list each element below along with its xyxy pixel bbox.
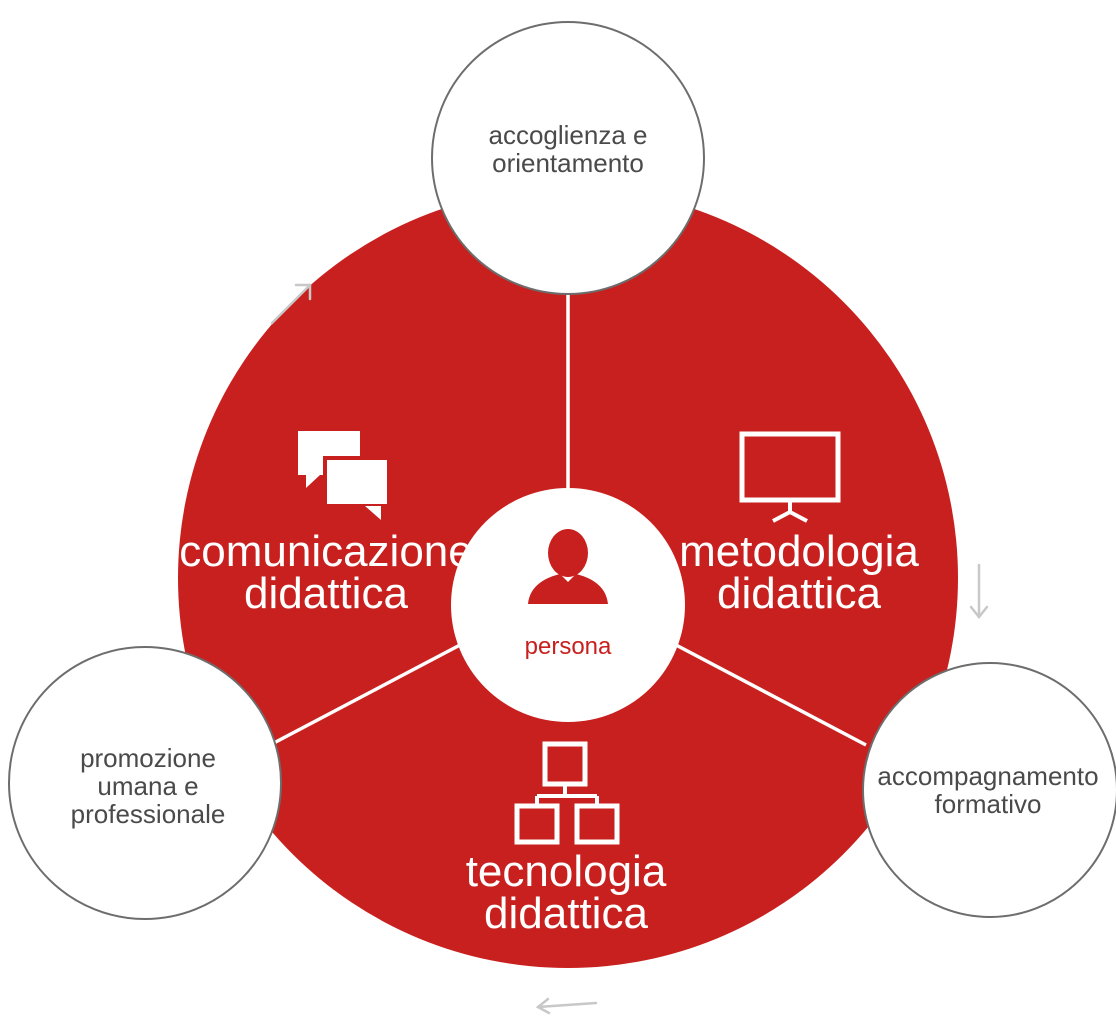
hierarchy-chart-icon [514, 741, 620, 845]
speech-bubbles-icon [298, 431, 391, 520]
divider-left [269, 643, 461, 747]
node-accompagnamento-line1: accompagnamento [877, 761, 1098, 791]
divider-right [675, 643, 867, 747]
node-promozione-line1: promozione [80, 743, 216, 773]
center-label: persona [525, 633, 612, 660]
arrow-left-icon [535, 997, 598, 1015]
node-accoglienza-line2: orientamento [492, 148, 644, 178]
arrow-down-icon [969, 563, 989, 620]
sector-comunicazione-line2: didattica [244, 569, 408, 618]
node-accoglienza-line1: accoglienza e [489, 120, 648, 150]
sector-tecnologia-line1: tecnologia [466, 847, 667, 896]
sector-tecnologia-line2: didattica [484, 889, 648, 938]
presentation-board-icon [739, 431, 841, 523]
node-accompagnamento-line2: formativo [935, 789, 1042, 819]
sector-metodologia-line2: didattica [717, 569, 881, 618]
node-accoglienza: accoglienza e orientamento [431, 21, 705, 295]
node-promozione-line3: professionale [71, 799, 226, 829]
node-accompagnamento: accompagnamento formativo [862, 662, 1116, 918]
sector-metodologia-line1: metodologia [679, 527, 919, 576]
person-icon [528, 529, 608, 604]
arrow-up-right-icon [270, 283, 312, 325]
node-promozione: promozione umana e professionale [8, 646, 282, 920]
node-promozione-line2: umana e [97, 771, 198, 801]
sector-comunicazione-line1: comunicazione [179, 527, 473, 576]
center-circle [451, 488, 685, 722]
